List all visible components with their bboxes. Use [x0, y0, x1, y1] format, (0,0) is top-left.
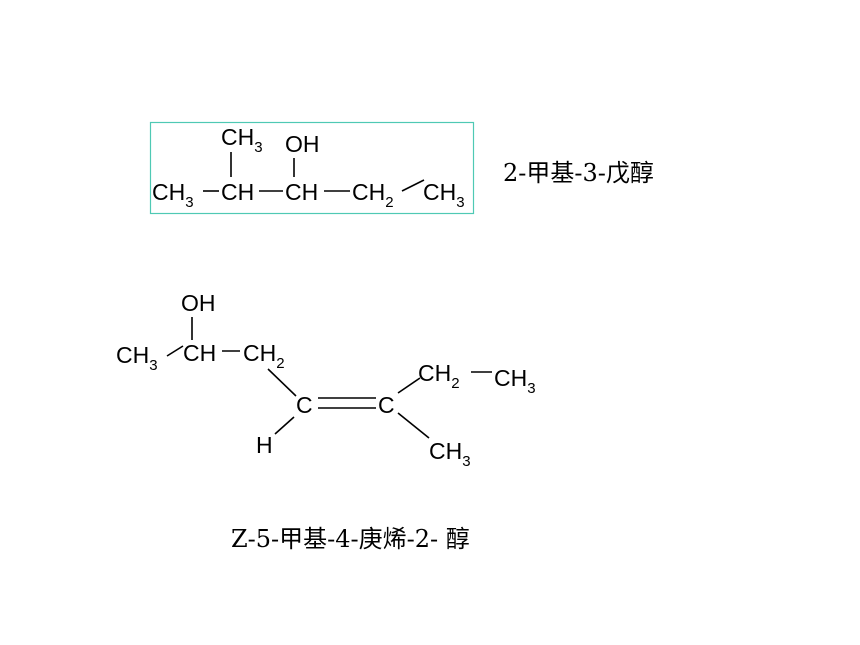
- atom-ch-b: CH: [285, 179, 318, 205]
- atom-ch-a: CH: [221, 179, 254, 205]
- atom-c2: C: [378, 392, 395, 418]
- atom-ch2: CH2: [352, 179, 394, 211]
- atom-ch3-bottom: CH3: [429, 438, 471, 470]
- atom-ch3-left: CH3: [116, 342, 158, 374]
- atom-h: H: [256, 432, 273, 458]
- atom-oh: OH: [285, 131, 320, 157]
- highlight-frame: [149, 121, 475, 215]
- atom-ch3-left: CH3: [152, 179, 194, 211]
- molecule-1-structure: CH3 OH CH3 CH CH CH2 CH3: [149, 121, 475, 215]
- atom-c1: C: [296, 392, 313, 418]
- atom-ch2-b: CH2: [418, 360, 460, 392]
- atom-oh: OH: [181, 290, 216, 316]
- bond-c-ch2: [397, 377, 421, 394]
- atom-ch: CH: [183, 340, 216, 366]
- bond-c-h: [274, 416, 295, 435]
- molecule-2-name: Z-5-甲基-4-庚烯-2- 醇: [231, 525, 470, 553]
- atom-ch3-right: CH3: [423, 179, 465, 211]
- molecule-2-structure: OH CH3 CH CH2 C C H CH2: [116, 290, 536, 470]
- molecule-1-name: 2-甲基-3-戊醇: [503, 159, 654, 187]
- bond-c3-c4: [267, 368, 297, 397]
- atom-ch2-a: CH2: [243, 340, 285, 372]
- bond-c1-c2: [166, 345, 184, 357]
- bond-c4-c5: [401, 179, 425, 192]
- bond-c-ch3-bottom: [397, 412, 430, 439]
- atom-ch3-right: CH3: [494, 365, 536, 397]
- atom-ch3-top: CH3: [221, 124, 263, 156]
